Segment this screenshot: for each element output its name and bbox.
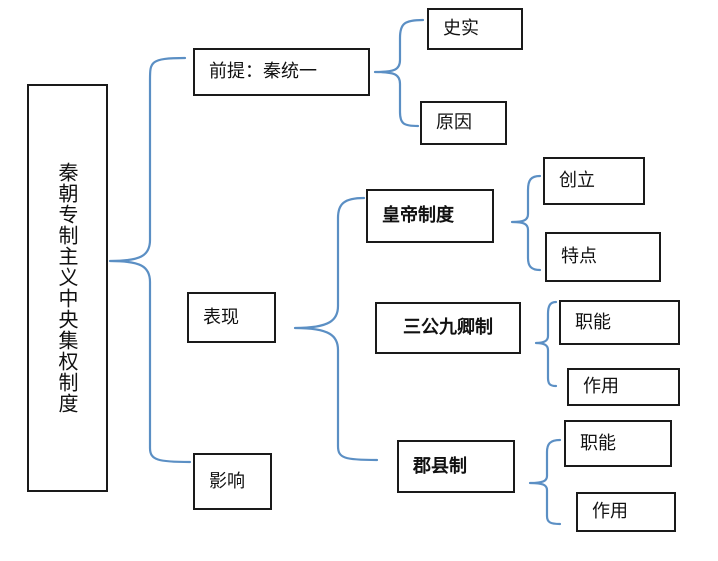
node-emperor-system: 皇帝制度 [366, 189, 494, 243]
manifestation-brace [293, 196, 379, 462]
node-manifestation: 表现 [187, 292, 276, 343]
root-brace [108, 56, 192, 464]
node-emperor-founding: 创立 [543, 157, 645, 205]
node-premise-reasons: 原因 [420, 101, 507, 145]
node-emperor-features: 特点 [545, 232, 661, 282]
premise-brace [373, 18, 425, 128]
node-ministers-system: 三公九卿制 [375, 302, 521, 354]
node-ministers-role: 作用 [567, 368, 680, 406]
emperor-brace [510, 174, 542, 272]
node-influence: 影响 [193, 453, 272, 510]
root-title: 秦朝专制主义中央集权制度 [55, 162, 79, 414]
node-premise-facts: 史实 [427, 8, 523, 50]
prefecture-brace [528, 438, 562, 526]
node-prefecture-system: 郡县制 [397, 440, 515, 493]
root-box: 秦朝专制主义中央集权制度 [27, 84, 108, 492]
node-premise: 前提：秦统一 [193, 48, 370, 96]
node-prefecture-role: 作用 [576, 492, 676, 532]
ministers-brace [534, 300, 558, 388]
node-ministers-function: 职能 [559, 300, 680, 345]
node-prefecture-function: 职能 [564, 420, 672, 467]
